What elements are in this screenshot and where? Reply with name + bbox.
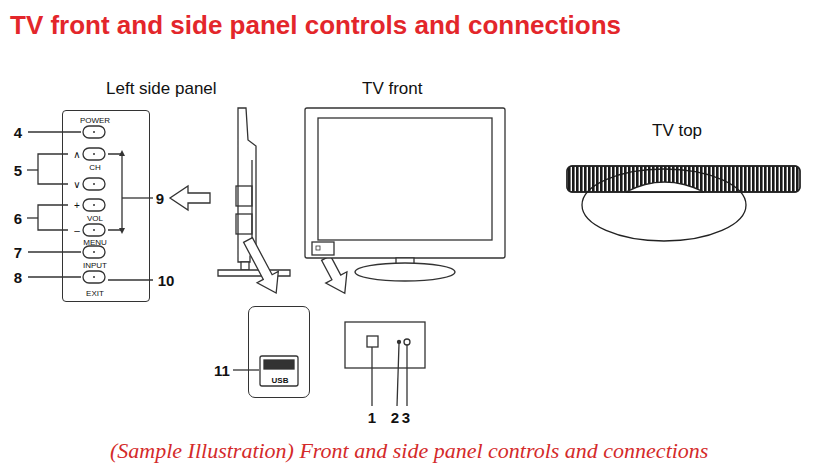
callout-number: 10 xyxy=(158,273,175,288)
callout-number: 4 xyxy=(14,125,22,140)
view-heading: TV top xyxy=(652,122,702,139)
callout-number: 8 xyxy=(14,270,22,285)
callout-number: 9 xyxy=(156,191,164,206)
button-label: CH xyxy=(89,164,101,172)
button-label: POWER xyxy=(80,117,110,125)
button-label: MENU xyxy=(83,239,107,247)
side-control-panel: POWER ∧ CH ∨ + VOL–MENU INPUT EXIT xyxy=(62,110,150,302)
usb-inset: USB xyxy=(248,306,310,398)
port-label: USB xyxy=(272,377,289,385)
view-heading: Left side panel xyxy=(106,80,217,97)
callout-number: 6 xyxy=(14,211,22,226)
button-symbol: – xyxy=(74,226,80,236)
callout-number: 3 xyxy=(402,410,410,425)
button-symbol: ∨ xyxy=(73,180,80,190)
title: TV front and side panel controls and con… xyxy=(10,12,621,38)
callout-number: 5 xyxy=(14,163,22,178)
view-heading: TV front xyxy=(362,80,422,97)
callout-number: 2 xyxy=(391,410,399,425)
button-symbol: + xyxy=(74,201,80,211)
callout-number: 11 xyxy=(214,363,230,378)
callout-number: 1 xyxy=(368,410,376,425)
caption: (Sample Illustration) Front and side pan… xyxy=(110,440,708,462)
button-symbol: ∧ xyxy=(73,150,80,160)
callout-number: 7 xyxy=(14,245,22,260)
button-label: INPUT xyxy=(83,262,107,270)
button-label: EXIT xyxy=(86,290,104,298)
button-label: VOL xyxy=(87,215,103,223)
